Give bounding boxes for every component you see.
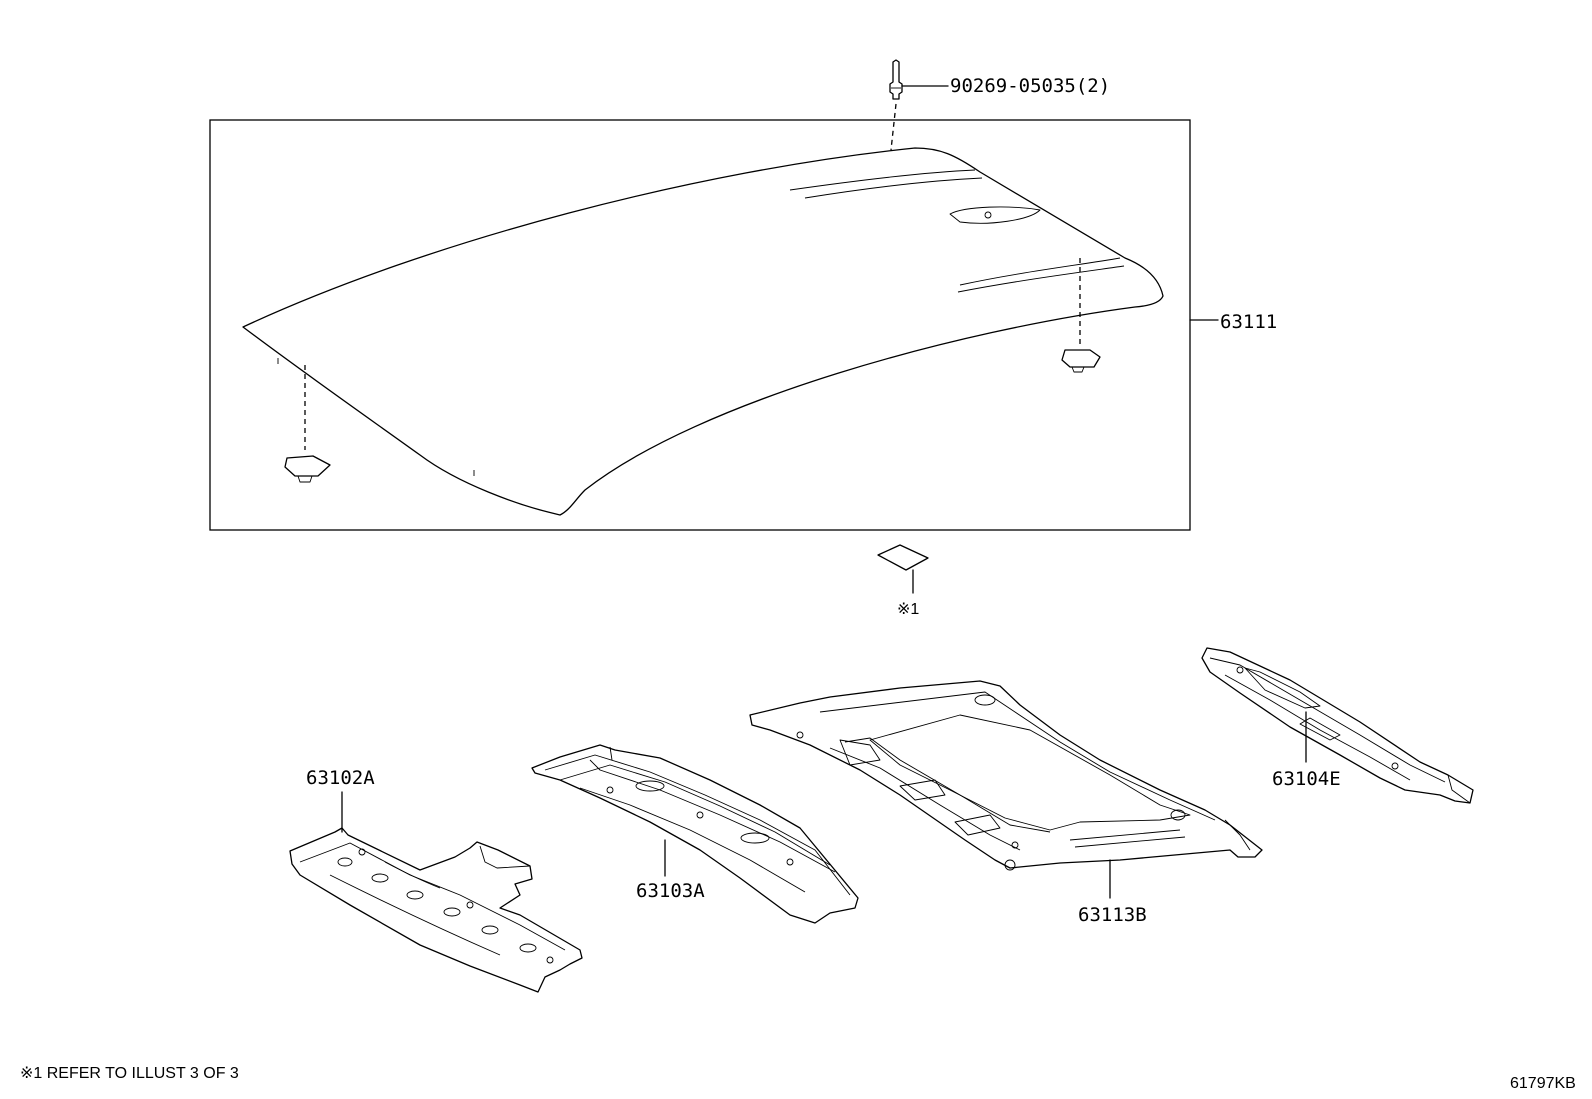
rear-roof-header[interactable]: [1201, 647, 1474, 804]
bolt-dashed-guide: [890, 103, 897, 151]
roof-frame-part-label[interactable]: 63113B: [1078, 904, 1147, 926]
bolt-part-label[interactable]: 90269-05035(2): [950, 75, 1110, 97]
reference-mark-label[interactable]: ※1: [897, 601, 919, 618]
rear-roof-header-part-label[interactable]: 63104E: [1272, 768, 1341, 790]
roof-frame[interactable]: [749, 680, 1263, 871]
bolt[interactable]: [889, 59, 903, 100]
clip-right[interactable]: [1061, 349, 1101, 373]
front-roof-header[interactable]: [289, 827, 583, 993]
roof-panel-part-label[interactable]: 63111: [1220, 311, 1277, 333]
roof-bow[interactable]: [531, 744, 859, 924]
clip-left[interactable]: [284, 455, 331, 483]
reference-sheet[interactable]: [877, 544, 929, 571]
drawing-code: 61797KB: [1510, 1075, 1576, 1092]
roof-panel[interactable]: [242, 147, 1164, 516]
footer-note: ※1 REFER TO ILLUST 3 OF 3: [20, 1065, 239, 1082]
front-roof-header-part-label[interactable]: 63102A: [306, 767, 375, 789]
roof-panel-group-box: [209, 119, 1191, 531]
roof-bow-part-label[interactable]: 63103A: [636, 880, 705, 902]
